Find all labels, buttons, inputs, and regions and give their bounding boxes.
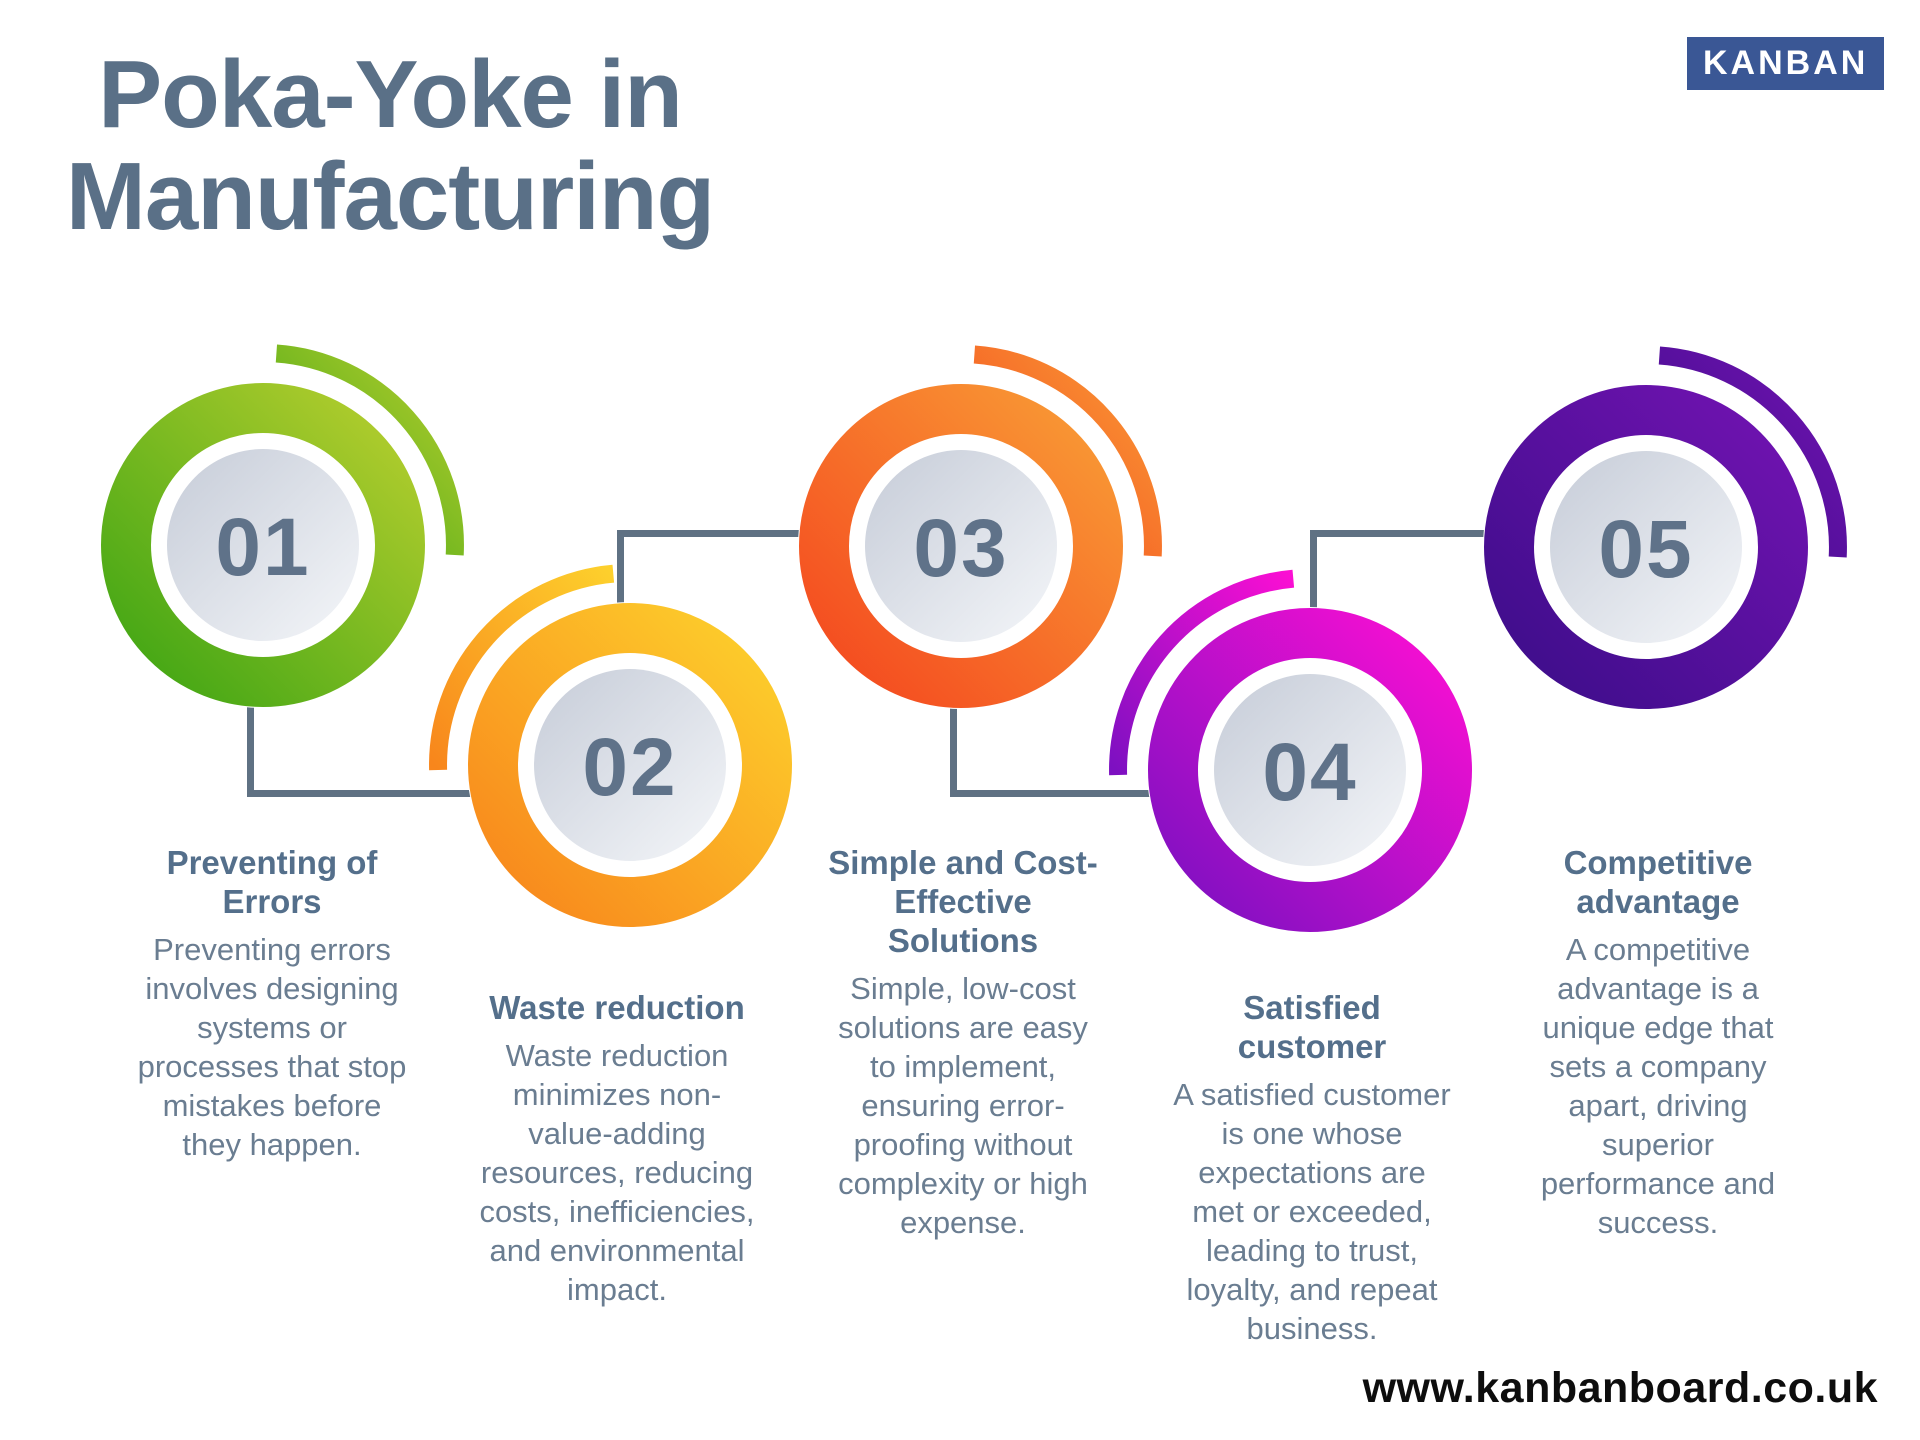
step1-ring	[101, 383, 425, 707]
step2-inner-circle	[534, 669, 726, 861]
step2-heading: Waste reduction	[489, 989, 745, 1026]
step4-inner-circle	[1214, 674, 1406, 866]
step5-ring-graphic	[1483, 346, 1847, 710]
step-circle-4: 04	[1100, 560, 1520, 980]
step4-ring	[1148, 608, 1472, 932]
step1-ring-graphic	[100, 344, 464, 708]
connector-step3-step4	[950, 690, 1317, 797]
step-circle-1: 01	[53, 335, 473, 755]
step3-number: 03	[913, 503, 1009, 594]
step1-text-block: Preventing of Errors Preventing errors i…	[102, 843, 442, 1164]
step3-ring	[799, 384, 1123, 708]
page-title: Poka-Yoke in Manufacturing	[65, 41, 715, 250]
step2-outer-arc	[429, 564, 615, 771]
step3-heading: Simple and Cost- Effective Solutions	[828, 844, 1098, 959]
step1-heading: Preventing of Errors	[166, 844, 378, 920]
website-url: www.kanbanboard.co.uk	[1362, 1364, 1878, 1412]
step5-number: 05	[1598, 504, 1694, 595]
step5-ring	[1484, 385, 1808, 709]
step1-description: Preventing errors involves designing sys…	[137, 932, 407, 1162]
step5-heading: Competitive advantage	[1563, 844, 1753, 920]
step3-inner-circle	[865, 450, 1057, 642]
step2-ring-graphic	[429, 564, 793, 928]
connector-step2-step3	[617, 530, 968, 617]
step3-ring-graphic	[798, 345, 1162, 709]
step-circle-3: 03	[751, 336, 1171, 756]
step2-description: Waste reduction minimizes non- value-add…	[479, 1038, 755, 1307]
step4-description: A satisfied customer is one whose expect…	[1173, 1077, 1451, 1346]
kanban-logo: KANBAN	[1687, 37, 1885, 90]
step4-ring-graphic	[1109, 569, 1473, 933]
step1-inner-circle	[167, 449, 359, 641]
step4-heading: Satisfied customer	[1237, 989, 1387, 1065]
step2-ring	[468, 603, 792, 927]
step5-inner-circle	[1550, 451, 1742, 643]
step-circle-2: 02	[420, 555, 840, 975]
connector-step4-step5	[1310, 530, 1653, 617]
step3-text-block: Simple and Cost- Effective Solutions Sim…	[793, 843, 1133, 1242]
step2-text-block: Waste reduction Waste reduction minimize…	[447, 988, 787, 1309]
step4-number: 04	[1262, 727, 1358, 818]
step4-text-block: Satisfied customer A satisfied customer …	[1142, 988, 1482, 1348]
connector-step1-step2	[247, 690, 637, 797]
step1-outer-arc	[275, 344, 464, 556]
step5-outer-arc	[1658, 346, 1847, 558]
step5-description: A competitive advantage is a unique edge…	[1540, 932, 1776, 1240]
step-circle-5: 05	[1436, 337, 1856, 757]
step4-outer-arc	[1109, 569, 1295, 776]
step2-number: 02	[582, 722, 678, 813]
step3-description: Simple, low-cost solutions are easy to i…	[838, 971, 1088, 1240]
step1-number: 01	[215, 502, 311, 593]
step5-text-block: Competitive advantage A competitive adva…	[1488, 843, 1828, 1242]
step3-outer-arc	[973, 345, 1162, 557]
